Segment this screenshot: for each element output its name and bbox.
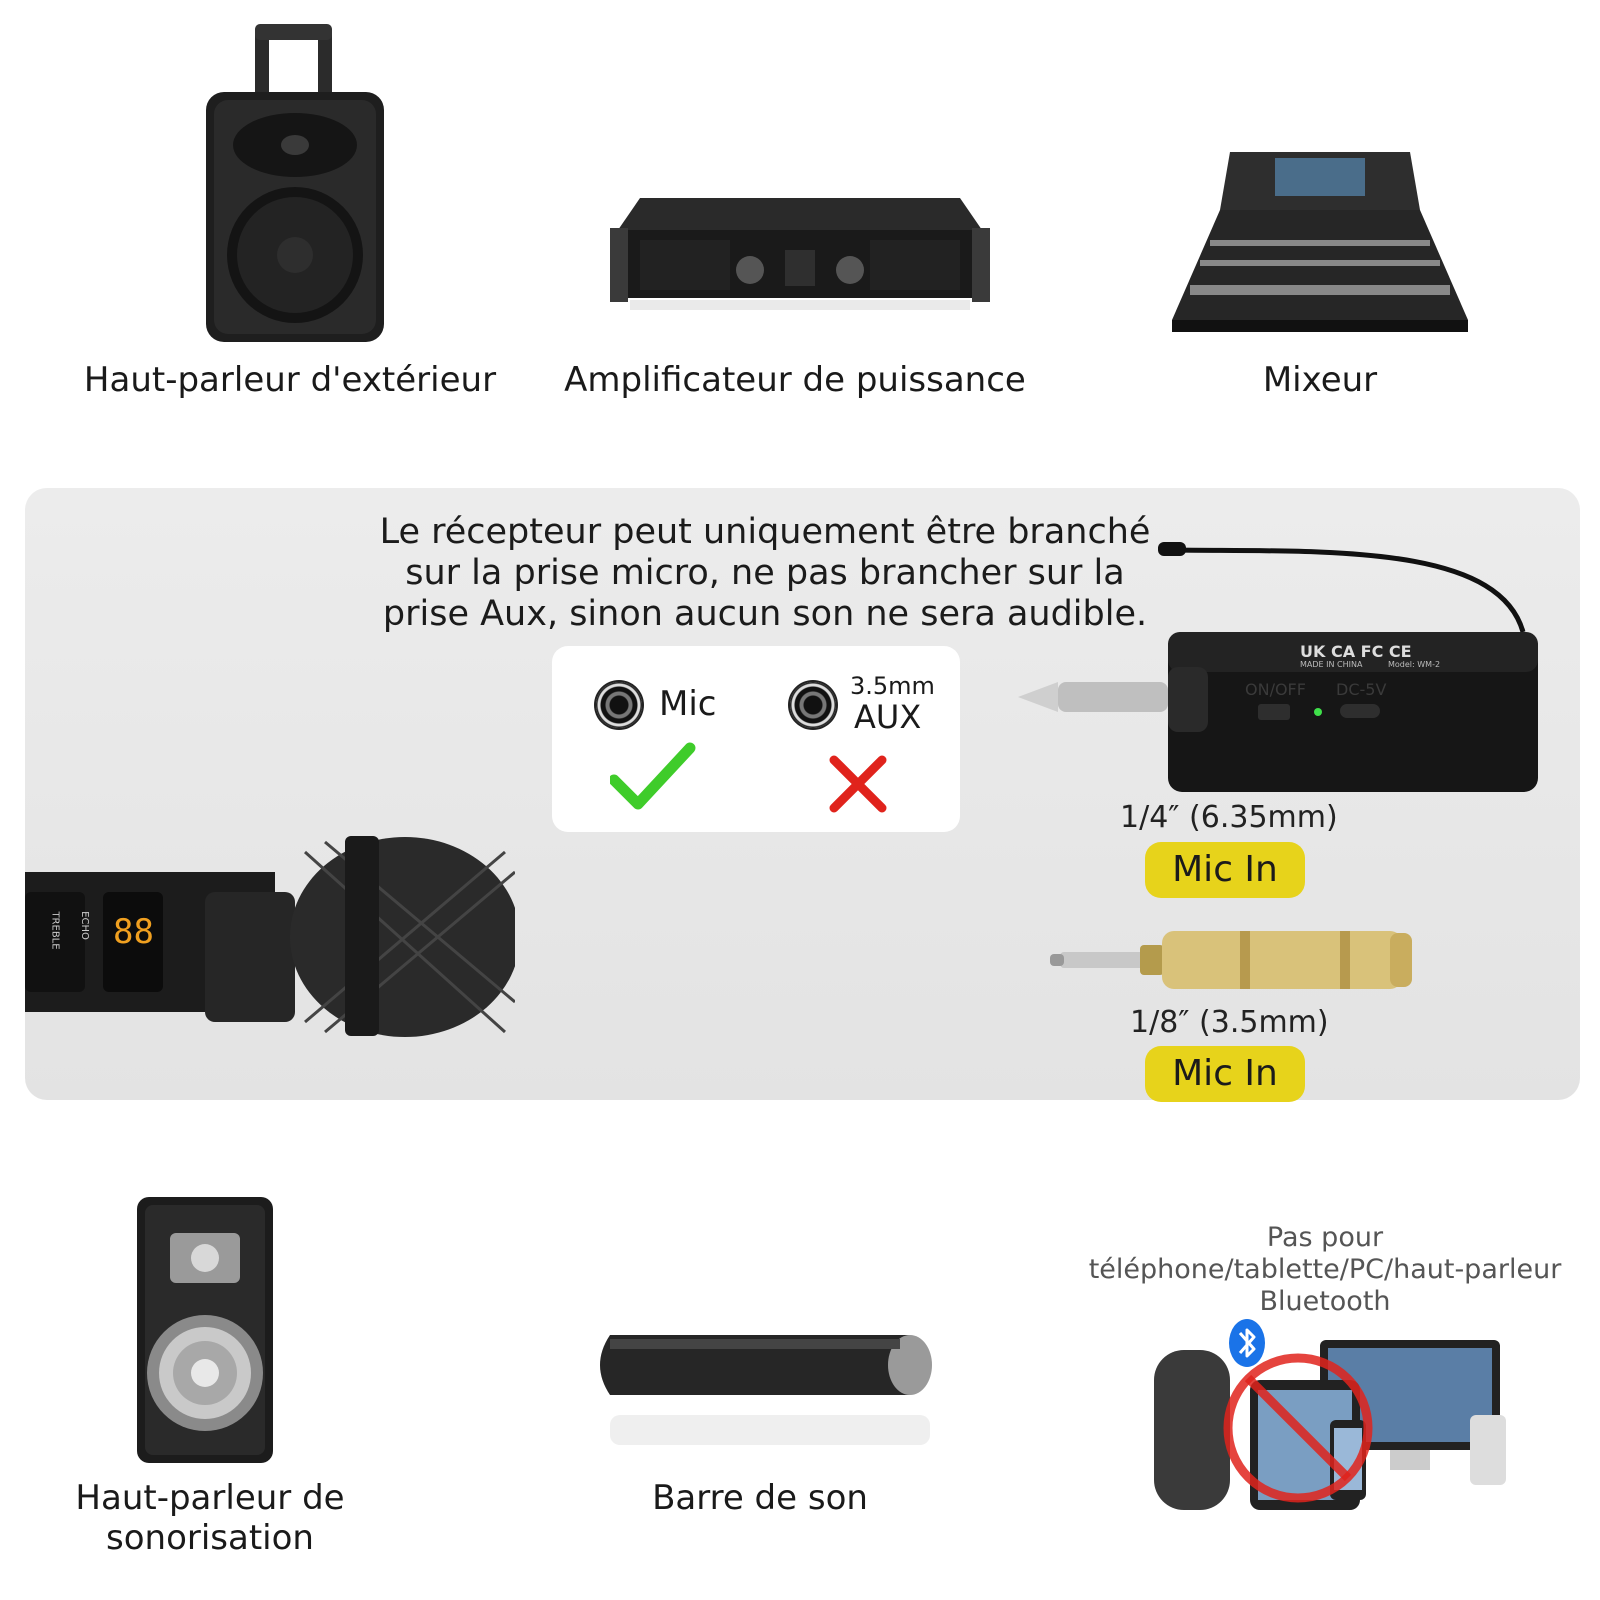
adapter-plug-icon: [1050, 925, 1415, 995]
check-icon: [610, 742, 696, 810]
outdoor-speaker-label: Haut-parleur d'extérieur: [83, 360, 497, 400]
mic-treble-label: TREBLE: [49, 911, 61, 950]
pa-speaker-label-line-1: Haut-parleur de: [75, 1478, 345, 1518]
soundbar-icon: [590, 1325, 945, 1455]
bluetooth-icon: [1229, 1319, 1265, 1367]
receiver-made-in: MADE IN CHINA: [1300, 660, 1363, 669]
connector-1-size: 1/4″ (6.35mm): [1120, 800, 1338, 835]
not-for-line-1: Pas pour: [1266, 1222, 1384, 1253]
port-comparison-card: Mic 3.5mm AUX: [552, 646, 960, 832]
receiver-model: Model: WM-2: [1388, 660, 1441, 669]
power-amplifier-label: Amplificateur de puissance: [564, 360, 1026, 400]
connection-notice: Le récepteur peut uniquement être branch…: [360, 512, 1170, 635]
outdoor-speaker-icon: [200, 20, 390, 345]
not-for-line-3: Bluetooth: [1259, 1286, 1391, 1317]
soundbar-label: Barre de son: [652, 1478, 868, 1518]
aux-size-label: 3.5mm: [850, 672, 935, 700]
connector-2-size: 1/8″ (3.5mm): [1130, 1005, 1329, 1040]
mic-display: 88: [113, 912, 154, 952]
power-amplifier-icon: [610, 190, 990, 315]
dc-port-label: DC-5V: [1336, 680, 1387, 699]
aux-port-label: AUX: [854, 698, 922, 736]
handheld-microphone: [25, 832, 520, 1052]
consumer-devices-prohibited: [1150, 1320, 1510, 1520]
receiver-markings: UK CA FC CE: [1300, 642, 1412, 661]
aux-jack-icon: [790, 682, 836, 728]
mixer-label: Mixeur: [1262, 360, 1378, 400]
mic-jack-icon: [596, 682, 642, 728]
on-off-switch-label: ON/OFF: [1245, 680, 1306, 699]
connector-1-badge: Mic In: [1145, 842, 1305, 898]
not-for-notice: Pas pour téléphone/tablette/PC/haut-parl…: [1080, 1222, 1570, 1318]
notice-line-2: sur la prise micro, ne pas brancher sur …: [405, 553, 1125, 593]
notice-line-1: Le récepteur peut uniquement être branch…: [379, 512, 1151, 552]
mixer-console-icon: [1170, 150, 1470, 335]
wireless-receiver: [1018, 532, 1548, 802]
connector-2-badge: Mic In: [1145, 1046, 1305, 1102]
pa-speaker-label-line-2: sonorisation: [106, 1518, 314, 1558]
cross-icon: [829, 755, 887, 813]
pa-speaker-label: Haut-parleur de sonorisation: [60, 1478, 360, 1558]
notice-line-3: prise Aux, sinon aucun son ne sera audib…: [382, 594, 1148, 634]
not-for-line-2: téléphone/tablette/PC/haut-parleur: [1088, 1254, 1562, 1285]
mic-port-label: Mic: [659, 684, 717, 724]
mic-echo-label: ECHO: [78, 911, 90, 940]
pa-speaker-icon: [135, 1195, 275, 1465]
